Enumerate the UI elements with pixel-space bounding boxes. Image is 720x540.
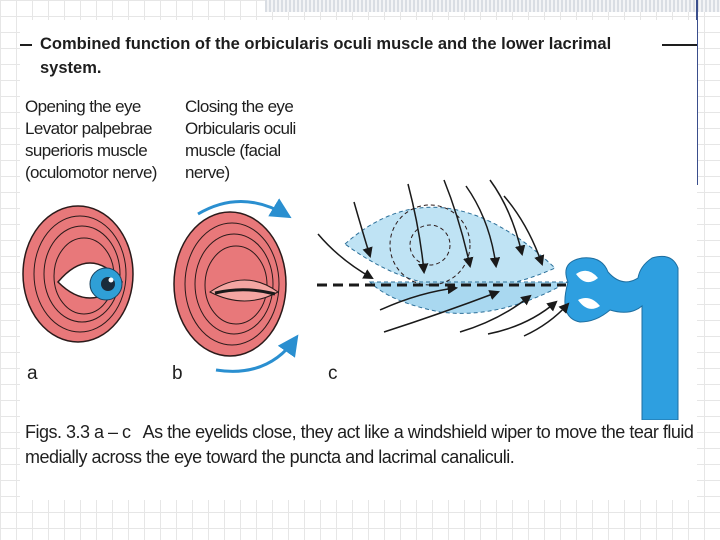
muscle-fiber: [33, 215, 127, 333]
eye-diagram: [22, 179, 679, 420]
panel-letter-b: b: [172, 363, 183, 384]
tear-film-lower: [368, 281, 570, 314]
muscle-fiber: [184, 222, 280, 346]
slide-vertical-rule: [696, 0, 698, 185]
flow-arrow: [459, 294, 532, 333]
flow-arrow: [523, 302, 570, 337]
heading-dash-right: [662, 44, 697, 46]
flow-arrow: [489, 179, 526, 257]
muscle-fiber: [43, 225, 121, 323]
label-b-line: muscle (facial: [185, 141, 281, 160]
flow-arrow: [407, 183, 429, 275]
flow-arrow: [353, 201, 373, 259]
label-closing-eye: Closing the eye Orbicularis oculi muscle…: [185, 96, 296, 184]
flow-arrow: [383, 290, 500, 333]
label-b-line: nerve): [185, 163, 230, 182]
lid-line: [214, 288, 276, 296]
figure-title: Combined function of the orbicularis ocu…: [40, 35, 612, 77]
label-opening-eye: Opening the eye Levator palpebrae superi…: [25, 96, 157, 184]
panel-letter-a: a: [27, 363, 38, 384]
figure-reference: Figs. 3.3 a – c: [25, 422, 131, 442]
flow-arrow: [379, 283, 459, 311]
flow-arrow: [503, 195, 545, 266]
flow-arrow: [443, 179, 474, 269]
upper-closing-arrow: [197, 198, 292, 219]
label-b-line: Orbicularis oculi: [185, 119, 296, 138]
heading-dash-left: [20, 44, 32, 46]
label-b-line: Closing the eye: [185, 97, 294, 116]
label-a-line: superioris muscle: [25, 141, 148, 160]
flow-arrow: [465, 185, 501, 269]
lower-punctum: [578, 298, 600, 309]
muscle-fiber: [194, 233, 274, 335]
lacrimal-flow-illustration: [317, 179, 679, 420]
lacrimal-canaliculi-sac: [564, 255, 679, 420]
label-a-line: (oculomotor nerve): [25, 163, 157, 182]
lower-closing-arrow: [215, 334, 299, 373]
flow-arrow: [487, 300, 558, 335]
pupil-outline: [409, 224, 451, 266]
label-a-line: Levator palpebrae: [25, 119, 152, 138]
panel-letter-c: c: [328, 363, 338, 384]
closing-eye-illustration: [173, 198, 299, 373]
flow-arrow: [317, 233, 374, 280]
caption-text: As the eyelids close, they act like a wi…: [25, 422, 694, 467]
label-a-line: Opening the eye: [25, 97, 141, 116]
upper-punctum: [576, 270, 598, 283]
top-decorative-strip: [265, 0, 720, 12]
eye-highlight: [108, 277, 114, 283]
cornea-outline: [389, 204, 471, 286]
open-eye-illustration: [22, 205, 134, 343]
figure-panel: Combined function of the orbicularis ocu…: [20, 20, 697, 500]
